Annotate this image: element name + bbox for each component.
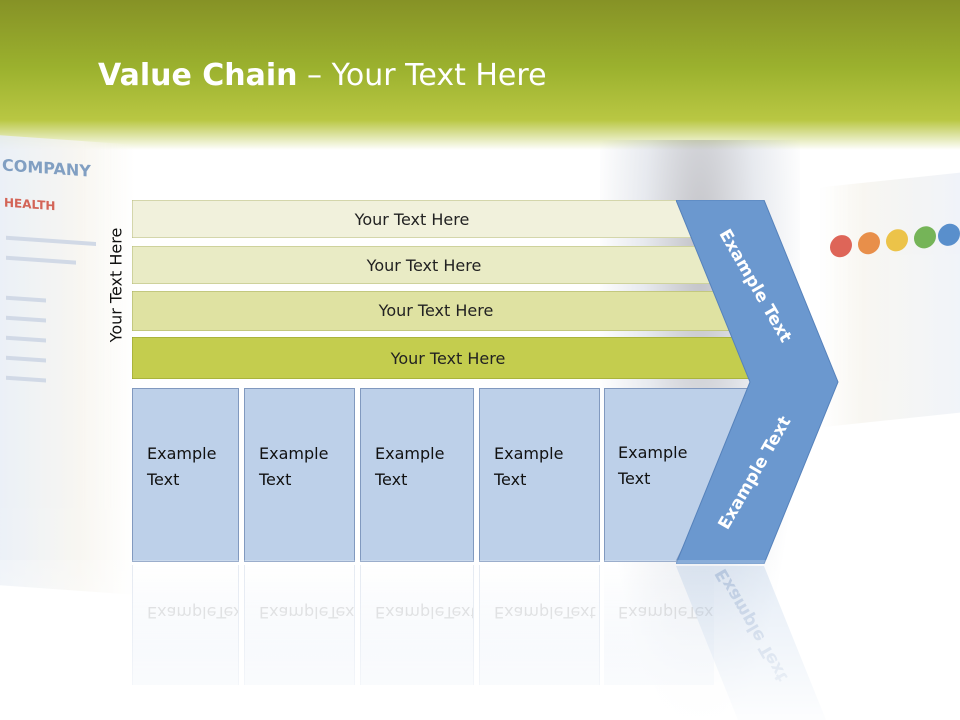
value-chain-bar-2[interactable]: Your Text Here xyxy=(132,246,716,284)
bar-label: Your Text Here xyxy=(378,300,494,320)
box-text-line2: Text xyxy=(375,470,408,489)
side-label: Your Text Here xyxy=(104,220,128,350)
background-website-panel-right xyxy=(820,172,960,428)
bg-deco-line xyxy=(6,335,46,343)
bg-deco-text: COMPANY xyxy=(2,155,91,181)
bg-deco-circle xyxy=(886,228,908,253)
bg-deco-circle xyxy=(938,222,960,247)
box-text-line2: Text xyxy=(494,470,527,489)
box-text-line2: Text xyxy=(259,470,292,489)
background-website-panel-left: COMPANY HEALTH xyxy=(0,135,135,595)
activity-box-2[interactable]: Example Text xyxy=(244,388,355,562)
value-chain-bar-4[interactable]: Your Text Here xyxy=(132,337,764,379)
bg-deco-line xyxy=(6,255,76,265)
bg-deco-text: HEALTH xyxy=(4,195,56,214)
box-text-line1: Example xyxy=(494,444,564,463)
bg-deco-line xyxy=(6,375,46,383)
box-text-line1: Example xyxy=(618,443,688,462)
bar-shape xyxy=(132,246,716,284)
activity-box-5[interactable]: Example Text xyxy=(604,388,762,562)
slide-title: Value Chain – Your Text Here xyxy=(98,56,547,96)
bar-shape xyxy=(132,200,692,238)
side-label-text: Your Text Here xyxy=(106,227,126,343)
box-text-line1: Example xyxy=(147,444,217,463)
box-text-line1: Example xyxy=(375,444,445,463)
bg-deco-line xyxy=(6,235,96,246)
box-text-line2: Text xyxy=(618,469,651,488)
bar-shape xyxy=(132,291,740,331)
bar-label: Your Text Here xyxy=(390,348,506,368)
bar-label: Your Text Here xyxy=(354,209,470,229)
bg-deco-line xyxy=(6,295,46,303)
bg-deco-circle xyxy=(858,231,880,256)
box-text-line1: Example xyxy=(259,444,329,463)
value-chain-bar-1[interactable]: Your Text Here xyxy=(132,200,692,238)
box-text-line2: Text xyxy=(147,470,180,489)
bg-deco-line xyxy=(6,315,46,323)
bottom-fade xyxy=(0,560,960,720)
bg-deco-line xyxy=(6,355,46,363)
activity-box-4[interactable]: Example Text xyxy=(479,388,600,562)
chevron-arrow xyxy=(676,200,839,564)
bar-shape xyxy=(132,337,764,379)
bar-label: Your Text Here xyxy=(366,255,482,275)
header-band xyxy=(0,0,960,150)
title-rest-text: – Your Text Here xyxy=(297,58,547,93)
title-bold-text: Value Chain xyxy=(98,58,298,93)
bg-deco-circle xyxy=(914,225,936,250)
activity-box-3[interactable]: Example Text xyxy=(360,388,474,562)
value-chain-bar-3[interactable]: Your Text Here xyxy=(132,291,740,331)
activity-box-1[interactable]: Example Text xyxy=(132,388,239,562)
